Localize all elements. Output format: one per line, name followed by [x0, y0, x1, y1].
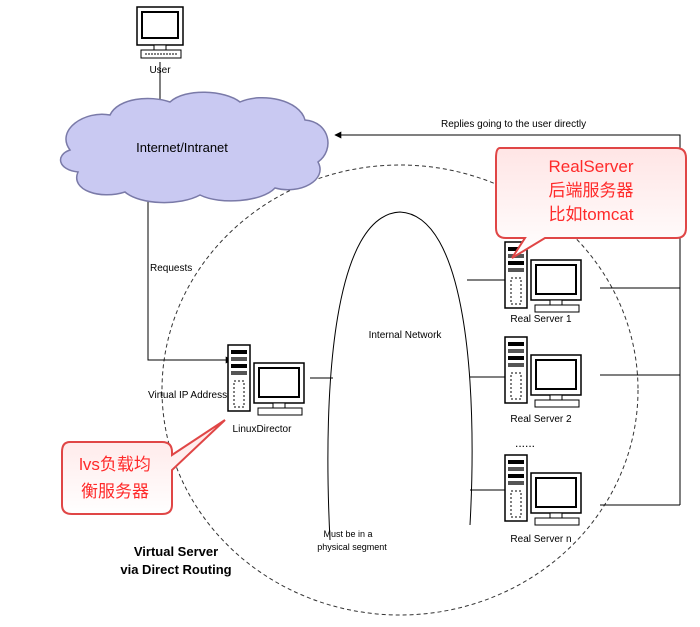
more-servers-ellipsis: ...... — [515, 436, 535, 450]
real-server-2-label: Real Server 2 — [510, 414, 572, 425]
real-server-n-label: Real Server n — [510, 534, 571, 545]
lvs-callout-line2: 衡服务器 — [81, 482, 149, 501]
lvs-callout: lvs负载均 衡服务器 — [61, 419, 226, 515]
realserver-callout-line3: 比如tomcat — [548, 205, 633, 224]
linux-director-label: LinuxDirector — [233, 424, 293, 435]
virtual-server-boundary — [161, 164, 639, 616]
segment-note-line1: Must be in a — [323, 529, 372, 539]
internet-cloud — [59, 91, 329, 204]
requests-label: Requests — [150, 263, 192, 274]
real-server-2-icon — [504, 336, 582, 408]
internet-label: Internet/Intranet — [136, 140, 228, 155]
realserver-callout-line1: RealServer — [548, 157, 633, 176]
internal-network-segment — [327, 211, 473, 541]
realserver-callout-line2: 后端服务器 — [549, 181, 634, 200]
internal-network-label: Internal Network — [369, 330, 443, 341]
diagram-title-line2: via Direct Routing — [120, 562, 231, 577]
real-server-n-icon — [504, 454, 582, 526]
user-computer-icon — [136, 6, 184, 59]
diagram-title-line1: Virtual Server — [134, 544, 218, 559]
linux-director-server-icon — [227, 344, 305, 416]
replies-label: Replies going to the user directly — [441, 119, 586, 130]
user-label: User — [149, 65, 171, 76]
lvs-callout-line1: lvs负载均 — [79, 455, 151, 474]
realserver-callout: RealServer 后端服务器 比如tomcat — [495, 147, 687, 259]
virtual-ip-label: Virtual IP Address — [148, 390, 227, 401]
real-server-1-label: Real Server 1 — [510, 314, 572, 325]
segment-note-line2: physical segment — [317, 542, 387, 552]
requests-arrow — [147, 180, 233, 364]
